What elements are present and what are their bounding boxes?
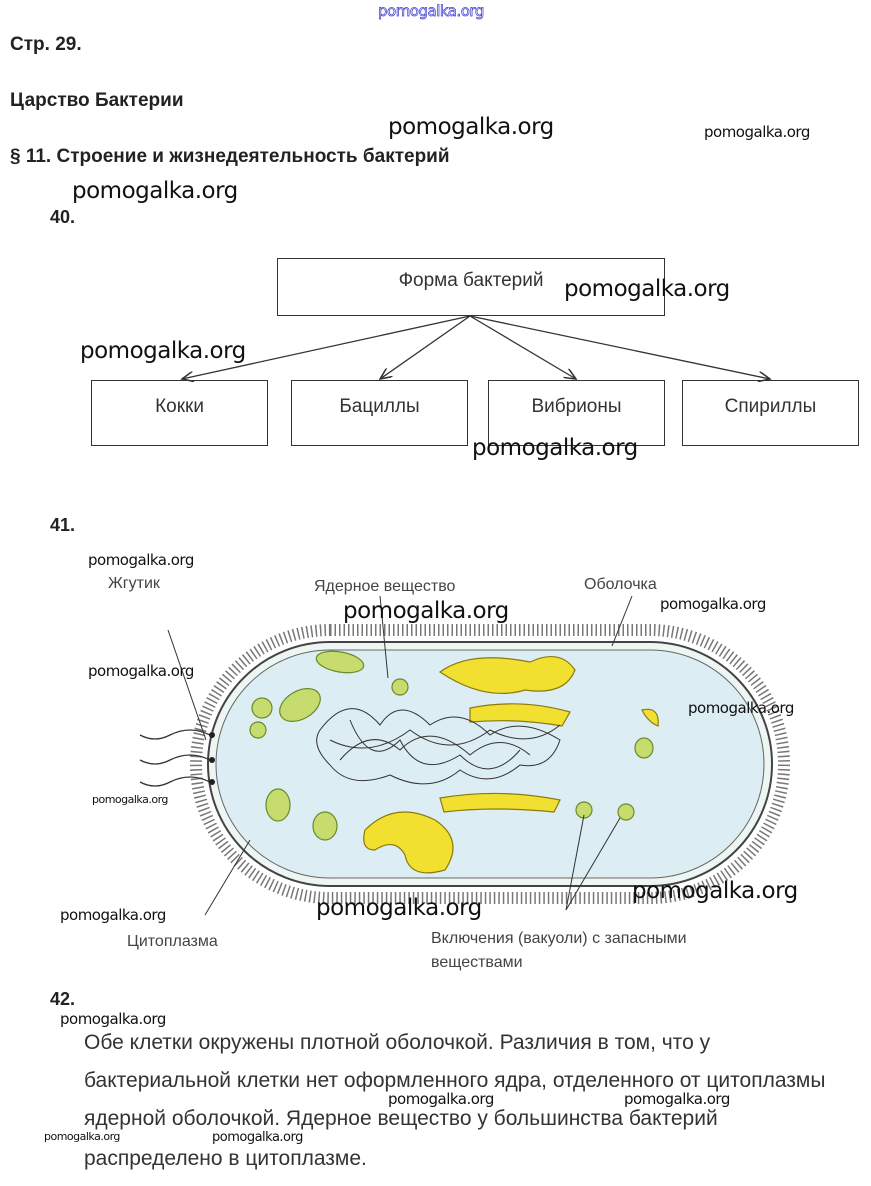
child-label: Кокки bbox=[155, 396, 204, 417]
watermark: pomogalka.org bbox=[80, 338, 246, 364]
watermark: pomogalka.org bbox=[378, 2, 485, 20]
watermark: pomogalka.org bbox=[212, 1130, 303, 1145]
arrow-vibrio bbox=[469, 315, 576, 379]
watermark: pomogalka.org bbox=[688, 699, 794, 717]
child-box: Кокки bbox=[91, 380, 268, 446]
task-42-number: 42. bbox=[50, 989, 76, 1009]
arrow-spirilla bbox=[469, 315, 770, 379]
child-label: Вибрионы bbox=[531, 396, 622, 417]
label-nuclear-substance: Ядерное вещество bbox=[314, 578, 456, 595]
diagram-arrows bbox=[0, 315, 871, 470]
label-membrane: Оболочка bbox=[584, 576, 657, 593]
watermark: pomogalka.org bbox=[660, 595, 766, 613]
watermark: pomogalka.org bbox=[632, 878, 798, 904]
arrow-bacilli bbox=[380, 315, 471, 379]
watermark: pomogalka.org bbox=[388, 1090, 494, 1108]
label-cytoplasm: Цитоплазма bbox=[127, 933, 218, 950]
child-box: Бациллы bbox=[291, 380, 468, 446]
label-inclusions-2: веществами bbox=[431, 954, 523, 971]
child-box: Вибрионы bbox=[488, 380, 665, 446]
task-40-number: 40. bbox=[50, 207, 76, 227]
child-box: Спириллы bbox=[682, 380, 859, 446]
watermark: pomogalka.org bbox=[88, 662, 194, 680]
watermark: pomogalka.org bbox=[388, 114, 554, 140]
root-label: Форма бактерий bbox=[398, 270, 544, 291]
watermark: pomogalka.org bbox=[472, 435, 638, 461]
label-inclusions: Включения (вакуоли) с запасными bbox=[431, 930, 687, 947]
root-box: Форма бактерий bbox=[277, 258, 665, 316]
task-41-number: 41. bbox=[50, 515, 76, 535]
watermark: pomogalka.org bbox=[60, 1010, 166, 1028]
child-label: Бациллы bbox=[339, 396, 420, 417]
watermark: pomogalka.org bbox=[88, 551, 194, 569]
watermark: pomogalka.org bbox=[72, 178, 238, 204]
chapter-title: Царство Бактерии bbox=[10, 90, 184, 111]
bacterium-illustration bbox=[139, 595, 790, 916]
arrow-kokki bbox=[182, 315, 471, 379]
watermark: pomogalka.org bbox=[704, 123, 810, 141]
answer-line: бактериальной клетки нет оформленного яд… bbox=[84, 1069, 826, 1092]
page-number: Стр. 29. bbox=[10, 34, 82, 55]
watermark: pomogalka.org bbox=[564, 276, 730, 302]
answer-line: распределено в цитоплазме. bbox=[84, 1147, 367, 1170]
watermark: pomogalka.org bbox=[316, 895, 482, 921]
answer-line: ядерной оболочкой. Ядерное вещество у бо… bbox=[84, 1107, 718, 1130]
watermark: pomogalka.org bbox=[92, 793, 168, 806]
section-title: § 11. Строение и жизнедеятельность бакте… bbox=[10, 146, 450, 167]
watermark: pomogalka.org bbox=[624, 1090, 730, 1108]
label-flagellum: Жгутик bbox=[108, 575, 160, 592]
watermark: pomogalka.org bbox=[60, 906, 166, 924]
answer-line: Обе клетки окружены плотной оболочкой. Р… bbox=[84, 1031, 711, 1054]
watermark: pomogalka.org bbox=[343, 598, 509, 624]
watermark: pomogalka.org bbox=[44, 1130, 120, 1143]
child-label: Спириллы bbox=[724, 396, 817, 417]
